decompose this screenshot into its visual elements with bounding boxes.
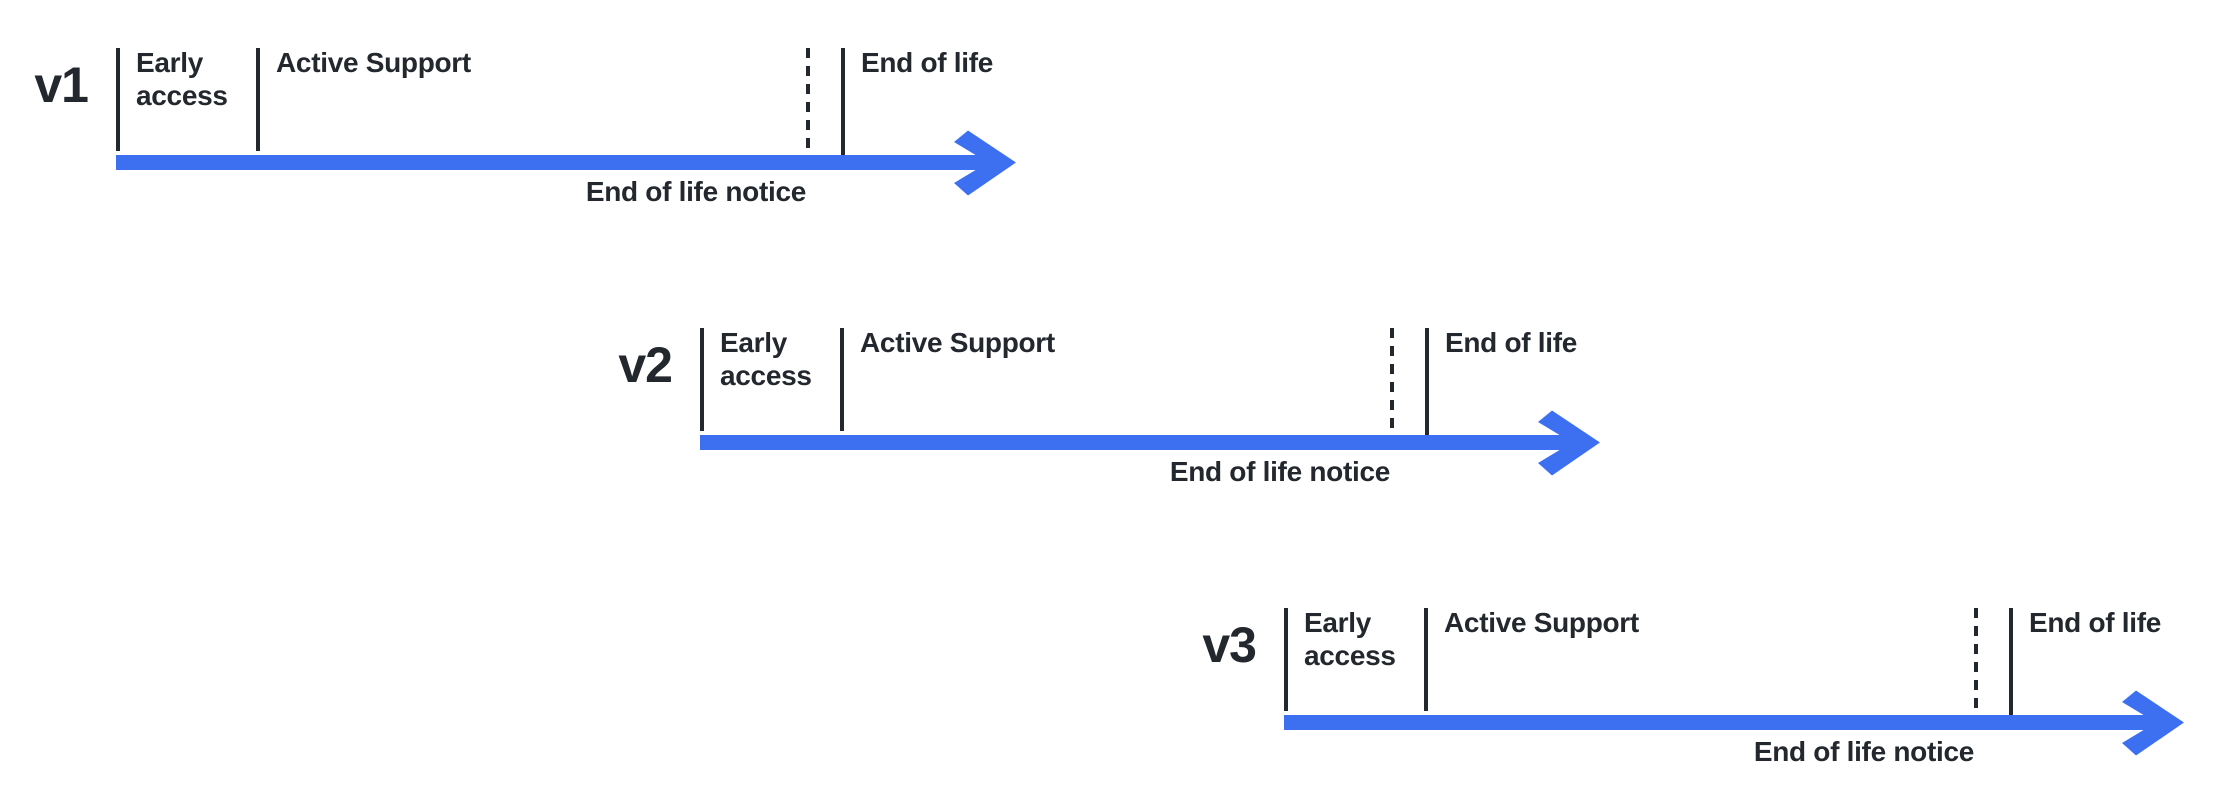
end-of-life-label: End of life xyxy=(1445,327,1578,358)
eol-notice-dashed-tick xyxy=(1974,608,1978,708)
early-access-start-tick xyxy=(700,328,704,431)
timeline-v1: v1 Early access Active Support End of li… xyxy=(34,47,1016,207)
end-of-life-label: End of life xyxy=(861,47,994,78)
active-support-label: Active Support xyxy=(276,47,471,78)
end-of-life-notice-label: End of life notice xyxy=(1169,456,1390,487)
version-label-v3: v3 xyxy=(1202,617,1257,673)
end-of-life-label: End of life xyxy=(2029,607,2162,638)
active-support-start-tick xyxy=(1424,608,1428,711)
end-of-life-notice-label: End of life notice xyxy=(1753,736,1974,767)
active-support-label: Active Support xyxy=(1444,607,1639,638)
version-label-v1: v1 xyxy=(34,57,89,113)
end-of-life-tick xyxy=(1425,328,1429,435)
early-access-label: Early access xyxy=(136,47,228,111)
timeline-v2: v2 Early access Active Support End of li… xyxy=(618,327,1600,487)
early-access-start-tick xyxy=(1284,608,1288,711)
active-support-label: Active Support xyxy=(860,327,1055,358)
timeline-arrow-icon xyxy=(700,410,1600,476)
timeline-arrow-icon xyxy=(1284,690,2184,756)
timeline-arrow-icon xyxy=(116,130,1016,196)
end-of-life-tick xyxy=(841,48,845,155)
early-access-label: Early access xyxy=(1304,607,1396,671)
early-access-label: Early access xyxy=(720,327,812,391)
active-support-start-tick xyxy=(256,48,260,151)
eol-notice-dashed-tick xyxy=(806,48,810,148)
eol-notice-dashed-tick xyxy=(1390,328,1394,428)
version-label-v2: v2 xyxy=(618,337,673,393)
end-of-life-notice-label: End of life notice xyxy=(585,176,806,207)
timeline-v3: v3 Early access Active Support End of li… xyxy=(1202,607,2184,767)
end-of-life-tick xyxy=(2009,608,2013,715)
early-access-start-tick xyxy=(116,48,120,151)
active-support-start-tick xyxy=(840,328,844,431)
